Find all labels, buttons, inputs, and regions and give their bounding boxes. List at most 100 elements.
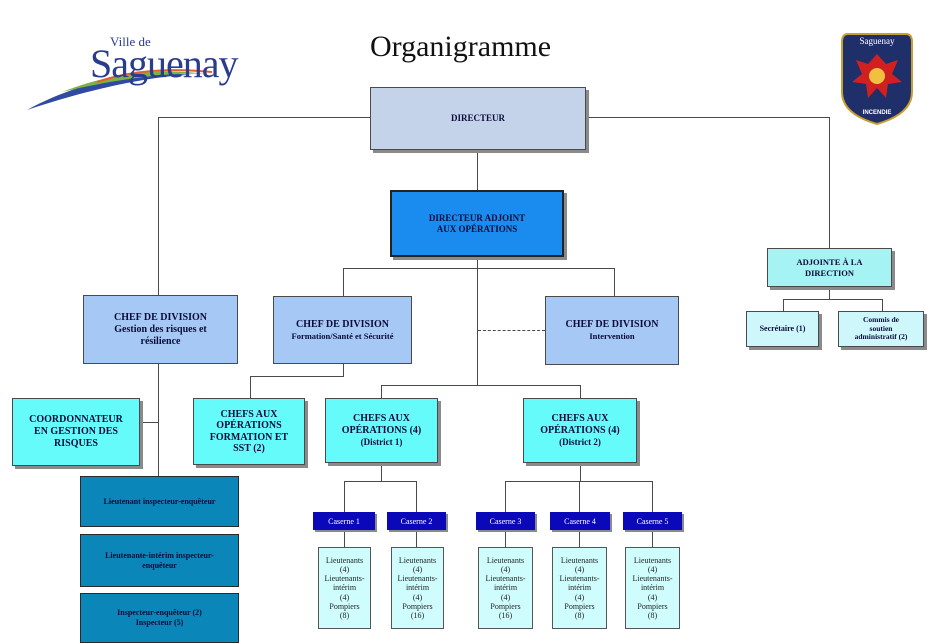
inspecteurs-line-1: Inspecteur-enquêteur (2) xyxy=(117,608,202,618)
commis-line-1: Commis de xyxy=(862,315,900,325)
coordonnateur-line-2: EN GESTION DES xyxy=(34,426,118,437)
chef-division-intervention-box: CHEF DE DIVISION Intervention xyxy=(545,296,679,365)
caserne-5-label: Caserne 5 xyxy=(636,516,669,526)
saguenay-logo: Ville de Saguenay xyxy=(22,30,267,115)
crew-line: intérim xyxy=(493,583,518,593)
secretaire-box: Secrétaire (1) xyxy=(746,311,819,347)
chefs-formation-sst-box: CHEFS AUX OPÉRATIONS FORMATION ET SST (2… xyxy=(193,398,305,465)
inspecteurs-box: Inspecteur-enquêteur (2) Inspecteur (5) xyxy=(80,593,239,643)
caserne-5-crew: Lieutenants (4) Lieutenants- intérim (4)… xyxy=(625,547,680,629)
crew-line: Lieutenants- xyxy=(485,574,526,584)
crew-line: (4) xyxy=(574,565,585,575)
crew-line: (4) xyxy=(647,565,658,575)
adjointe-line-2: DIRECTION xyxy=(804,267,855,278)
crew-line: (4) xyxy=(647,592,658,602)
caserne-2-box: Caserne 2 xyxy=(387,512,446,530)
lieutenante-interim-box: Lieutenante-intérim inspecteur- enquêteu… xyxy=(80,534,239,587)
chefs-d1-line-1: CHEFS AUX xyxy=(353,413,410,425)
crew-line: (16) xyxy=(410,610,425,620)
chef-division-formation-box: CHEF DE DIVISION Formation/Santé et Sécu… xyxy=(273,296,412,364)
adjoint-line-1: DIRECTEUR ADJOINT xyxy=(428,212,526,223)
chefs-formation-line-3: FORMATION ET xyxy=(209,431,289,443)
crew-line: (8) xyxy=(574,610,585,620)
crew-line: Lieutenants xyxy=(398,555,437,565)
inspecteurs-line-2: Inspecteur (5) xyxy=(135,618,184,627)
crew-line: Lieutenants xyxy=(560,555,599,565)
crew-line: (8) xyxy=(339,610,350,620)
adjointe-direction-box: ADJOINTE À LA DIRECTION xyxy=(767,248,892,287)
lieutenante-line-2: enquêteur xyxy=(142,560,177,570)
caserne-1-label: Caserne 1 xyxy=(328,516,360,526)
caserne-4-crew: Lieutenants (4) Lieutenants- intérim (4)… xyxy=(552,547,607,629)
chefs-district-1-box: CHEFS AUX OPÉRATIONS (4) (District 1) xyxy=(325,398,438,463)
adjointe-line-1: ADJOINTE À LA xyxy=(796,257,863,268)
chef-gestion-line-3: résilience xyxy=(140,335,181,347)
incendie-badge: Saguenay INCENDIE xyxy=(840,30,914,126)
chef-intervention-line-1: CHEF DE DIVISION xyxy=(565,319,659,331)
caserne-3-crew: Lieutenants (4) Lieutenants- intérim (4)… xyxy=(478,547,533,629)
fire-badge-icon xyxy=(841,33,913,126)
commis-line-3: administratif (2) xyxy=(854,332,908,342)
chefs-formation-line-4: SST (2) xyxy=(233,443,265,454)
crew-line: Lieutenants- xyxy=(397,574,438,584)
secretaire-label: Secrétaire (1) xyxy=(759,324,806,334)
chefs-d1-line-2: OPÉRATIONS (4) xyxy=(341,425,422,437)
crew-line: Lieutenants xyxy=(486,555,525,565)
crew-line: Pompiers xyxy=(329,601,360,611)
caserne-1-box: Caserne 1 xyxy=(313,512,375,530)
caserne-1-crew: Lieutenants (4) Lieutenants- intérim (4)… xyxy=(318,547,371,629)
caserne-4-label: Caserne 4 xyxy=(564,516,596,526)
crew-line: Pompiers xyxy=(637,601,668,611)
lieutenant-inspecteur-box: Lieutenant inspecteur-enquêteur xyxy=(80,476,239,527)
crew-line: (4) xyxy=(339,592,350,602)
crew-line: Lieutenants xyxy=(325,555,364,565)
chef-gestion-line-1: CHEF DE DIVISION xyxy=(114,311,207,323)
coordonnateur-line-3: RISQUES xyxy=(54,438,98,449)
crew-line: Lieutenants- xyxy=(324,574,365,584)
crew-line: Lieutenants- xyxy=(632,574,673,584)
badge-bottom-text: INCENDIE xyxy=(862,110,892,116)
crew-line: intérim xyxy=(567,583,592,593)
chefs-formation-line-2: OPÉRATIONS xyxy=(216,420,282,431)
caserne-5-box: Caserne 5 xyxy=(623,512,682,530)
coordonnateur-box: COORDONNATEUR EN GESTION DES RISQUES xyxy=(12,398,140,466)
logo-big-text: Saguenay xyxy=(90,41,239,86)
chef-division-gestion-box: CHEF DE DIVISION Gestion des risques et … xyxy=(83,295,238,364)
crew-line: (8) xyxy=(647,610,658,620)
directeur-adjoint-box: DIRECTEUR ADJOINT AUX OPÉRATIONS xyxy=(390,190,564,257)
chef-gestion-line-2: Gestion des risques et xyxy=(114,323,207,335)
logo-swoosh-icon xyxy=(27,69,213,110)
chef-intervention-line-2: Intervention xyxy=(589,331,635,342)
coordonnateur-line-1: COORDONNATEUR xyxy=(29,414,123,425)
adjoint-line-2: AUX OPÉRATIONS xyxy=(436,223,518,234)
chefs-d2-line-1: CHEFS AUX xyxy=(551,413,609,425)
crew-line: (4) xyxy=(574,592,585,602)
crew-line: (4) xyxy=(500,565,511,575)
chefs-d1-line-3: (District 1) xyxy=(360,437,403,448)
crew-line: Pompiers xyxy=(564,601,595,611)
crew-line: intérim xyxy=(405,583,430,593)
crew-line: (4) xyxy=(339,565,350,575)
chefs-d2-line-3: (District 2) xyxy=(559,437,601,448)
crew-line: (4) xyxy=(412,565,423,575)
lieutenant-label: Lieutenant inspecteur-enquêteur xyxy=(103,496,216,506)
caserne-2-crew: Lieutenants (4) Lieutenants- intérim (4)… xyxy=(391,547,444,629)
lieutenante-line-1: Lieutenante-intérim inspecteur- xyxy=(105,550,214,560)
directeur-box: DIRECTEUR xyxy=(370,87,586,150)
crew-line: intérim xyxy=(332,583,357,593)
logo-small-text: Ville de xyxy=(110,34,151,49)
caserne-3-box: Caserne 3 xyxy=(476,512,535,530)
chefs-formation-line-1: CHEFS AUX xyxy=(220,408,278,420)
badge-top-text: Saguenay xyxy=(859,36,895,46)
chef-formation-line-1: CHEF DE DIVISION xyxy=(296,318,389,330)
page-title: Organigramme xyxy=(370,30,552,63)
chefs-district-2-box: CHEFS AUX OPÉRATIONS (4) (District 2) xyxy=(523,398,637,463)
crew-line: Pompiers xyxy=(490,601,521,611)
caserne-4-box: Caserne 4 xyxy=(550,512,610,530)
commis-box: Commis de soutien administratif (2) xyxy=(838,311,924,347)
crew-line: (16) xyxy=(498,610,513,620)
directeur-label: DIRECTEUR xyxy=(450,113,505,124)
crew-line: Lieutenants- xyxy=(559,574,600,584)
caserne-3-label: Caserne 3 xyxy=(489,516,522,526)
crew-line: Pompiers xyxy=(402,601,433,611)
